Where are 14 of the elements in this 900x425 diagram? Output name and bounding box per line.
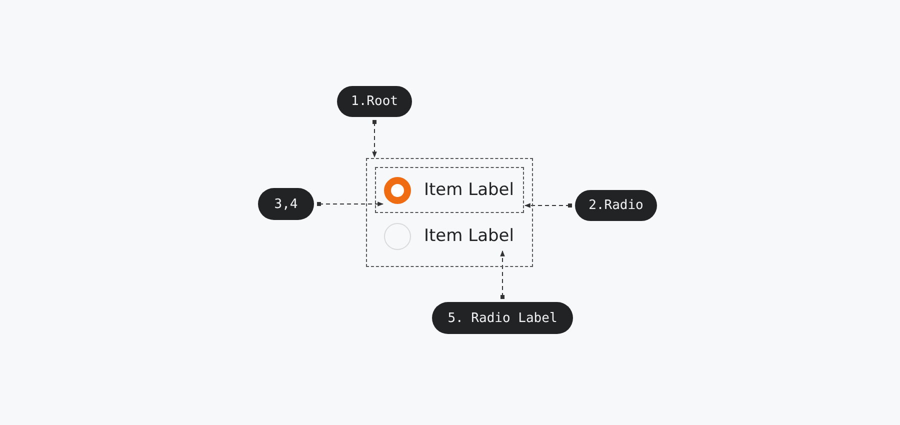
leader-arrow <box>524 203 572 208</box>
group-outline <box>366 158 533 267</box>
callout-label: 2.Radio <box>575 190 657 221</box>
callout-label: 1.Root <box>337 86 412 117</box>
leader-arrow <box>317 202 384 206</box>
item-label: Item Label <box>424 176 524 204</box>
callout-label: 3,4 <box>258 188 314 220</box>
item-outline <box>375 167 524 213</box>
radio-button <box>384 177 411 204</box>
item-label: Item Label <box>424 222 524 250</box>
callout-label: 5. Radio Label <box>432 302 573 334</box>
leader-arrow <box>372 120 377 158</box>
leader-arrow <box>500 250 505 299</box>
radio-button <box>384 223 411 250</box>
